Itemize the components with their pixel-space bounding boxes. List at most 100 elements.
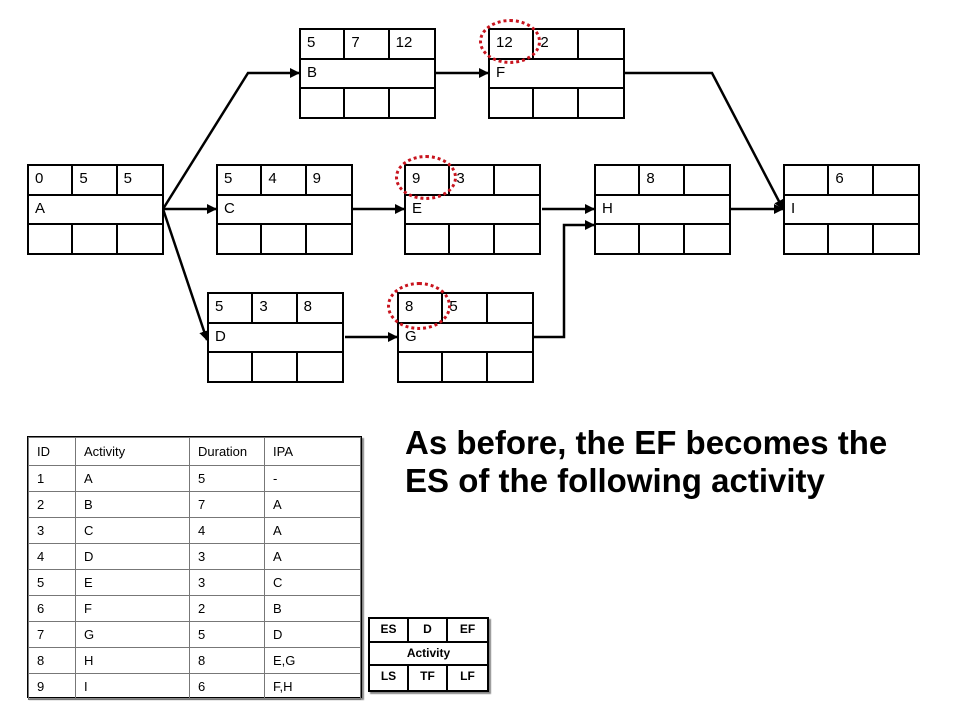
- node-e-lf: [495, 225, 539, 253]
- cell-activity: A: [75, 465, 190, 492]
- cell-id: 4: [28, 543, 76, 570]
- cell-ipa: A: [264, 517, 361, 544]
- node-a-es: 0: [29, 166, 74, 196]
- node-f-lf: [579, 89, 623, 117]
- node-g-lf: [488, 353, 532, 381]
- cell-id: 3: [28, 517, 76, 544]
- node-b-tf: [345, 89, 390, 117]
- cell-duration: 8: [189, 647, 265, 674]
- node-a-name: A: [29, 196, 162, 225]
- node-h-lf: [685, 225, 729, 253]
- node-d-d: 3: [253, 294, 298, 324]
- node-h-d: 8: [640, 166, 685, 196]
- node-i-lf: [874, 225, 918, 253]
- cell-ipa: A: [264, 543, 361, 570]
- cell-activity: E: [75, 569, 190, 596]
- highlight-g-es: [387, 282, 451, 330]
- header-ipa: IPA: [264, 437, 361, 466]
- cell-duration: 5: [189, 465, 265, 492]
- node-a-tf: [73, 225, 118, 253]
- node-c-es: 5: [218, 166, 263, 196]
- cell-duration: 4: [189, 517, 265, 544]
- node-e-tf: [450, 225, 495, 253]
- cell-duration: 7: [189, 491, 265, 518]
- arrow-g-h: [534, 220, 595, 339]
- node-h-name: H: [596, 196, 729, 225]
- cell-id: 9: [28, 673, 76, 700]
- cell-id: 6: [28, 595, 76, 622]
- node-g-tf: [443, 353, 488, 381]
- node-f-ls: [490, 89, 535, 117]
- node-h-ls: [596, 225, 641, 253]
- cell-duration: 3: [189, 543, 265, 570]
- node-b-es: 5: [301, 30, 346, 60]
- node-e-d: 3: [450, 166, 495, 196]
- node-c-name: C: [218, 196, 351, 225]
- node-f-name: F: [490, 60, 623, 89]
- node-c-tf: [262, 225, 307, 253]
- node-a-ls: [29, 225, 74, 253]
- table-header-row: ID Activity Duration IPA: [28, 437, 361, 466]
- cell-duration: 6: [189, 673, 265, 700]
- highlight-e-es: [395, 155, 457, 200]
- node-i-ls: [785, 225, 830, 253]
- header-id: ID: [28, 437, 76, 466]
- node-c-lf: [307, 225, 351, 253]
- node-b-ls: [301, 89, 346, 117]
- cell-id: 2: [28, 491, 76, 518]
- cell-activity: C: [75, 517, 190, 544]
- node-e-ef: [494, 166, 539, 196]
- node-i-es: [785, 166, 830, 196]
- cell-activity: B: [75, 491, 190, 518]
- legend-tf: TF: [409, 666, 448, 690]
- node-g-d: 5: [443, 294, 488, 324]
- header-activity: Activity: [75, 437, 190, 466]
- caption-text: As before, the EF becomes the ES of the …: [405, 424, 888, 499]
- cell-duration: 3: [189, 569, 265, 596]
- cell-ipa: A: [264, 491, 361, 518]
- cell-activity: I: [75, 673, 190, 700]
- cell-activity: G: [75, 621, 190, 648]
- cell-activity: H: [75, 647, 190, 674]
- cell-ipa: F,H: [264, 673, 361, 700]
- node-b-name: B: [301, 60, 434, 89]
- node-a-lf: [118, 225, 162, 253]
- node-d-lf: [298, 353, 342, 381]
- node-b-ef: 12: [389, 30, 434, 60]
- cell-id: 7: [28, 621, 76, 648]
- cell-activity: D: [75, 543, 190, 570]
- node-c-d: 4: [262, 166, 307, 196]
- node-i-tf: [829, 225, 874, 253]
- node-d-ls: [209, 353, 254, 381]
- cell-ipa: E,G: [264, 647, 361, 674]
- cell-ipa: D: [264, 621, 361, 648]
- node-f-tf: [534, 89, 579, 117]
- node-f-d: 2: [534, 30, 579, 60]
- node-g-ls: [399, 353, 444, 381]
- cell-id: 5: [28, 569, 76, 596]
- cell-id: 8: [28, 647, 76, 674]
- legend-activity: Activity: [370, 643, 487, 667]
- node-f-ef: [578, 30, 623, 60]
- node-d-es: 5: [209, 294, 254, 324]
- node-h-tf: [640, 225, 685, 253]
- node-a-ef: 5: [117, 166, 162, 196]
- node-c-ls: [218, 225, 263, 253]
- legend-ef: EF: [448, 619, 487, 643]
- node-d-ef: 8: [297, 294, 342, 324]
- node-c-ef: 9: [306, 166, 351, 196]
- node-a-d: 5: [73, 166, 118, 196]
